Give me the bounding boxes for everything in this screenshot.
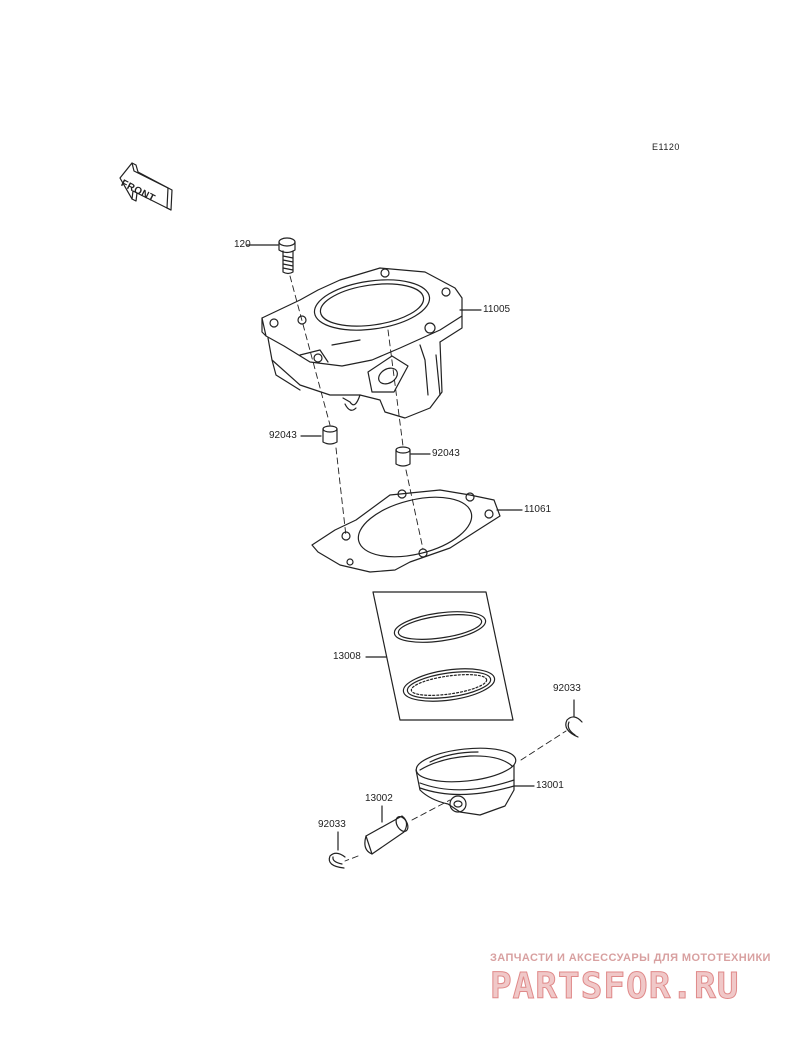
circlip-right xyxy=(565,716,583,738)
watermark-tagline: ЗАПЧАСТИ И АКСЕССУАРЫ ДЛЯ МОТОТЕХНИКИ xyxy=(490,952,771,964)
callout-11061: 11061 xyxy=(524,504,552,515)
callout-92033-left: 92033 xyxy=(318,819,346,830)
bolt-120 xyxy=(278,237,296,275)
diagram-code: E1120 xyxy=(652,142,680,152)
base-gasket-11061 xyxy=(311,489,501,573)
piston-pin-13002 xyxy=(364,815,409,855)
callout-13001: 13001 xyxy=(536,780,564,791)
callout-92043-left: 92043 xyxy=(269,430,297,441)
dowel-pin-left xyxy=(322,425,338,445)
callout-92033-right: 92033 xyxy=(553,683,581,694)
callout-120: 120 xyxy=(234,239,251,250)
callout-92043-right: 92043 xyxy=(432,448,460,459)
callout-13002: 13002 xyxy=(365,793,393,804)
piston-13001 xyxy=(415,747,517,816)
callout-13008: 13008 xyxy=(333,651,361,662)
piston-ring-set-13008 xyxy=(372,591,514,721)
watermark-logo: PARTSFOR.RU xyxy=(489,966,740,1008)
front-arrow-icon xyxy=(119,162,173,211)
callout-11005: 11005 xyxy=(483,304,511,315)
circlip-left xyxy=(328,852,346,869)
dowel-pin-right xyxy=(395,446,411,467)
cylinder-11005 xyxy=(261,267,463,419)
